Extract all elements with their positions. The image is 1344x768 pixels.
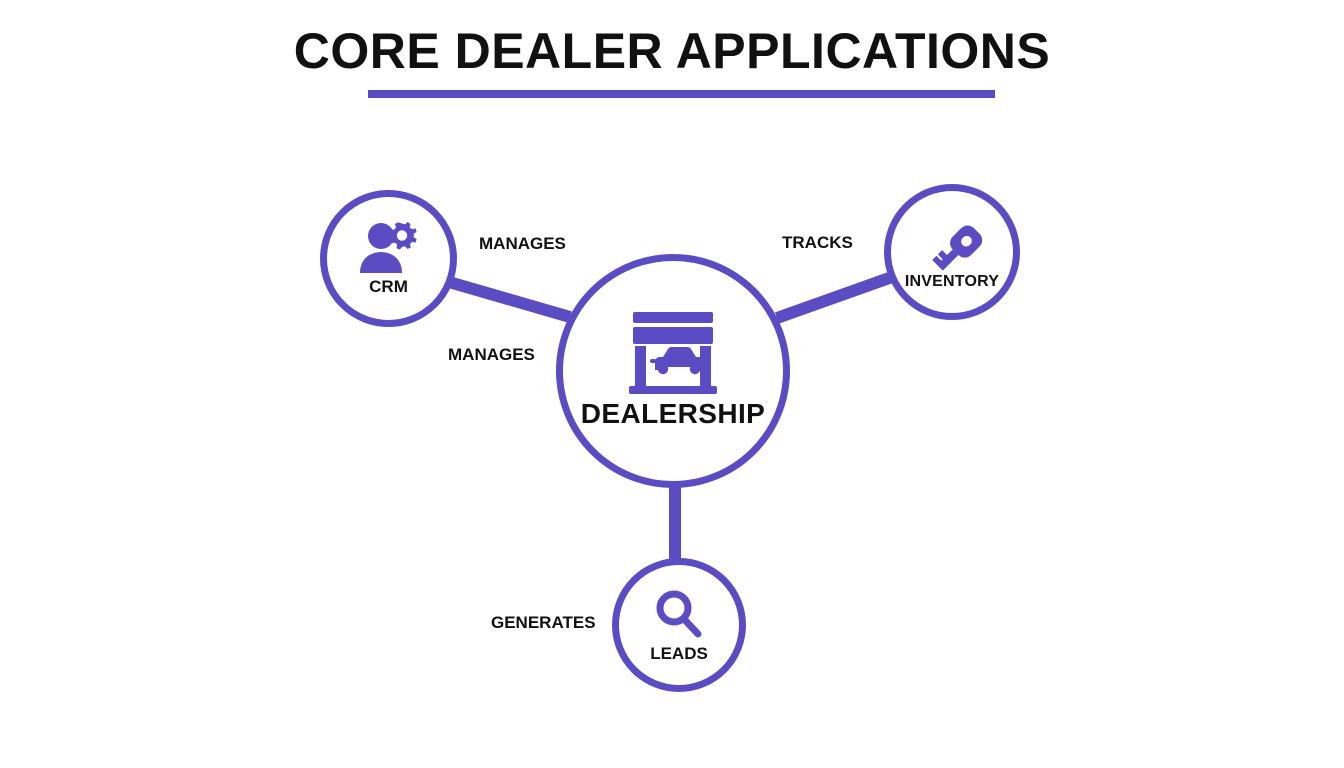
node-inventory[interactable]: INVENTORY (884, 184, 1020, 320)
edge-label-manages-top: MANAGES (479, 234, 566, 253)
node-inventory-label: INVENTORY (904, 272, 1000, 290)
edge-label-manages-left: MANAGES (448, 345, 535, 364)
page-title: CORE DEALER APPLICATIONS (293, 23, 1051, 79)
edge-line-inventory (774, 271, 895, 324)
edge-line-crm (447, 276, 572, 323)
node-dealership[interactable]: DEALERSHIP (556, 254, 790, 488)
node-leads-label: LEADS (650, 643, 708, 663)
car-key-icon (922, 214, 983, 272)
edge-label-tracks: TRACKS (782, 233, 853, 252)
page-title-block: CORE DEALER APPLICATIONS (0, 26, 1344, 76)
edge-label-generates: GENERATES (491, 613, 596, 632)
user-gear-icon (358, 221, 420, 275)
node-crm[interactable]: CRM (320, 190, 457, 327)
node-dealership-label: DEALERSHIP (580, 398, 766, 429)
title-underline-rule (368, 90, 995, 98)
node-leads[interactable]: LEADS (612, 558, 746, 692)
dealership-showroom-icon (625, 312, 721, 394)
magnifying-glass-icon (652, 587, 706, 641)
node-crm-label: CRM (369, 276, 408, 296)
